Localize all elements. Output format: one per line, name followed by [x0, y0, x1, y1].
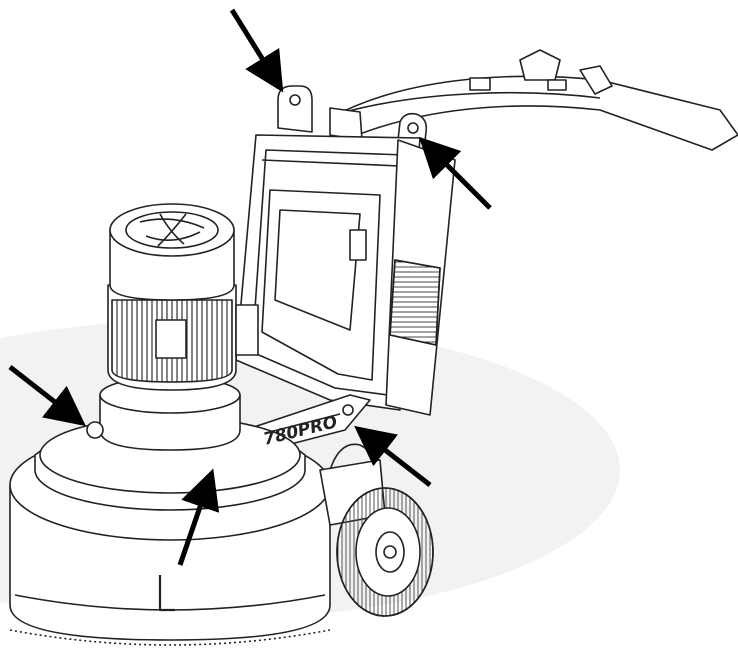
top-mid-bracket: [329, 107, 363, 141]
arrow-top-left: [229, 8, 284, 93]
top-left-bracket: [277, 85, 313, 133]
handle-bar: [329, 49, 738, 151]
arrow-front-arm: [177, 468, 220, 566]
grinding-head: [9, 416, 331, 646]
electric-motor: [107, 203, 259, 391]
arrow-right-arm: [354, 425, 432, 487]
rear-wheel: [336, 487, 434, 617]
arrow-top-right: [418, 136, 492, 210]
arrow-left-head: [8, 365, 86, 427]
